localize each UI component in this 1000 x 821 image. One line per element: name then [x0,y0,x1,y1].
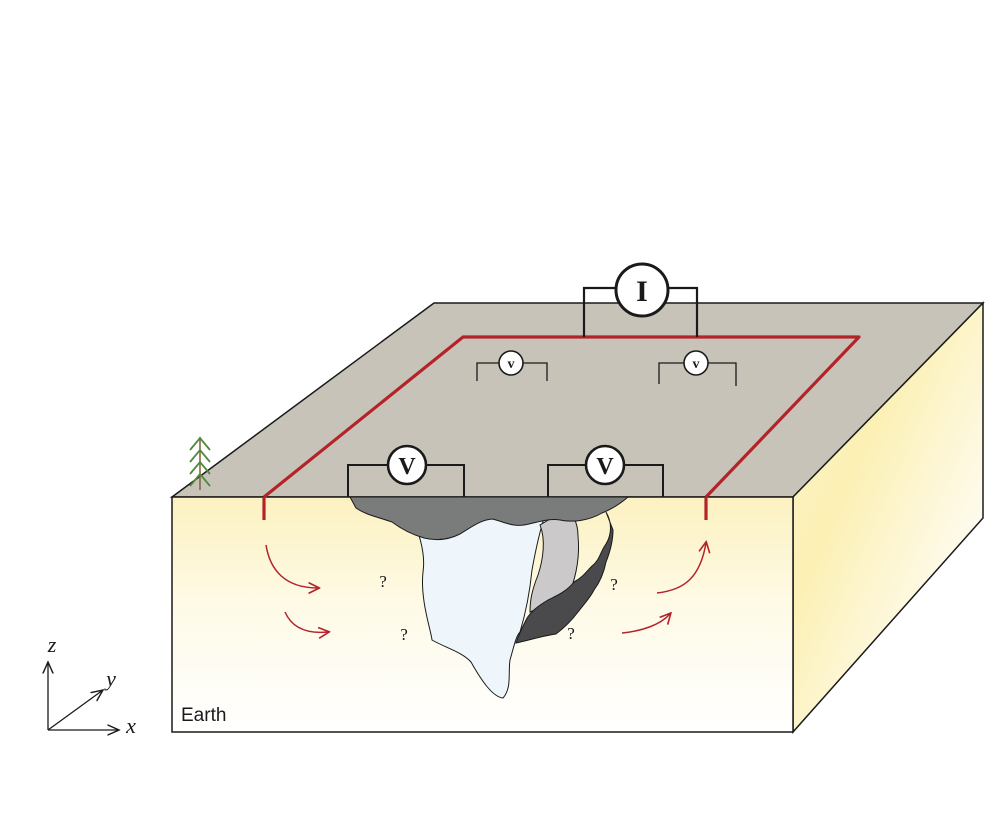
ore-charcoal-zone [515,511,614,644]
flow-arrow-left-lower [284,611,328,632]
flow-arrow-right-upper [656,543,706,594]
voltmeter-small-1-dial [498,350,524,376]
x-axis-label: x [125,713,136,738]
voltmeter-large-2: V [547,444,664,497]
current-loop [262,335,861,520]
y-axis-label: y [104,666,116,691]
voltmeter-small-2-dial [683,350,709,376]
voltmeter-large-2-dial [584,444,626,486]
voltmeter-small-2-label: v [693,357,700,372]
unknown-marker: ? [379,572,387,591]
earth-label: Earth [181,705,226,726]
current-meter-label: I [636,275,648,308]
voltmeter-large-2-wire [547,464,664,497]
y-axis-line [47,690,103,731]
voltmeter-large-1-label: V [398,454,416,480]
flow-arrow-right-lower [621,614,670,634]
current-wire [262,335,861,499]
ore-body [349,496,630,699]
voltmeter-small-2: v [658,350,737,386]
voltmeter-large-2-label: V [596,454,614,480]
unknown-marker: ? [567,624,575,643]
voltmeter-small-1-wire [476,362,548,381]
voltmeter-large-1: V [347,444,465,497]
voltmeter-large-1-wire [347,464,465,497]
current-meter-wire [582,286,699,337]
ore-light-body [409,511,546,699]
tree-branches [189,436,211,487]
current-meter-dial [614,262,670,318]
current-flow-arrows [265,543,706,634]
voltmeter-small-1: v [476,350,548,381]
coordinate-axes: z y x [47,632,136,738]
unknown-markers: ? ? ? ? [379,572,618,644]
ore-dark-cap [349,496,630,541]
unknown-marker: ? [400,625,408,644]
z-axis-label: z [47,632,57,657]
voltmeter-small-1-label: v [508,357,515,372]
flow-arrow-left-upper [265,544,318,588]
voltmeter-small-2-wire [658,362,737,386]
current-meter: I [582,262,699,337]
tree-icon [189,436,211,490]
unknown-marker: ? [610,575,618,594]
voltmeter-large-1-dial [386,444,428,486]
